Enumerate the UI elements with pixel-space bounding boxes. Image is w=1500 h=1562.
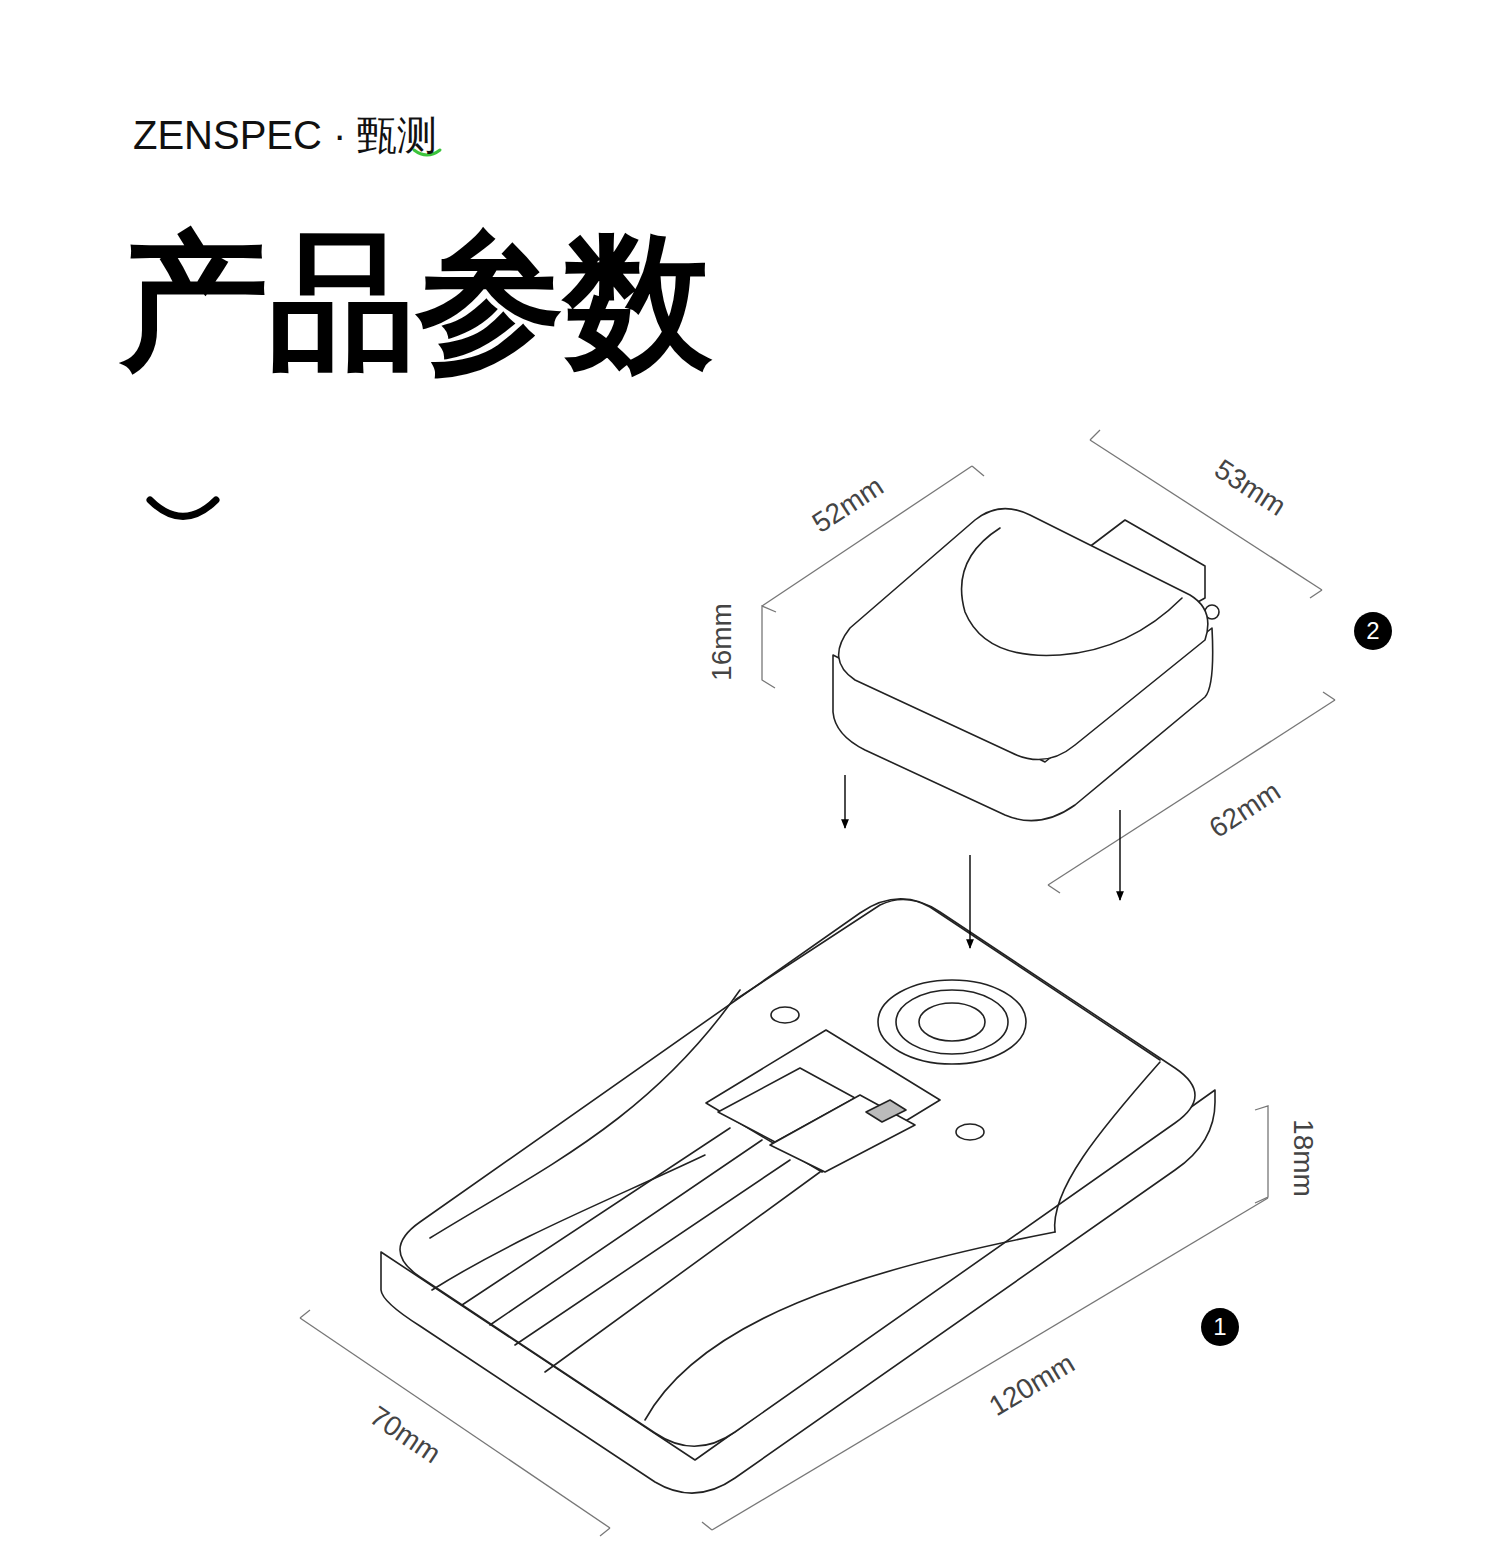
- dimension-tick: [1090, 430, 1100, 440]
- dimension-tick: [972, 466, 984, 476]
- dimension-tick: [1048, 885, 1060, 893]
- device-swoosh: [1055, 1062, 1160, 1232]
- charging-pad: [919, 1003, 985, 1041]
- lightning-contacts: [866, 1100, 906, 1122]
- mount-hole: [771, 1007, 799, 1023]
- cable: [515, 1160, 790, 1345]
- dimension-tick: [1310, 590, 1322, 598]
- brand-name: ZENSPEC · 甄测: [133, 115, 437, 155]
- dimension-bracket: [1255, 1106, 1268, 1203]
- dimension-label: 120mm: [985, 1349, 1079, 1421]
- dimension-label: 53mm: [1210, 455, 1290, 521]
- dimension-tick: [600, 1528, 610, 1536]
- callout-text: 1: [1213, 1315, 1226, 1339]
- dimension-label: 52mm: [808, 472, 888, 538]
- assembly-arrow: [969, 855, 970, 948]
- dimension-tick: [702, 1522, 712, 1530]
- dimension-label: 18mm: [1289, 1119, 1317, 1197]
- charging-pad: [896, 990, 1008, 1054]
- dimension-label: 62mm: [1205, 777, 1285, 843]
- page-title: 产品参数: [120, 228, 712, 376]
- callout-number: 1: [1201, 1308, 1239, 1346]
- smile-mark: [150, 500, 216, 517]
- dimension-tick: [1323, 692, 1335, 700]
- dimension-bracket: [762, 606, 776, 688]
- device-swoosh: [432, 1155, 705, 1290]
- cable: [545, 1172, 820, 1372]
- assembly-arrow: [1119, 810, 1120, 900]
- charging-pad: [878, 980, 1026, 1064]
- cable: [490, 1140, 762, 1325]
- assembly-arrow: [844, 775, 845, 828]
- module-top: [839, 509, 1208, 760]
- dimension-label: 16mm: [708, 603, 736, 681]
- callout-number: 2: [1354, 612, 1392, 650]
- dimension-tick: [300, 1310, 310, 1318]
- device-swoosh: [430, 990, 740, 1238]
- dimension-label: 70mm: [365, 1402, 445, 1469]
- cable: [462, 1128, 730, 1305]
- module-groove: [962, 528, 1182, 655]
- mount-hole: [956, 1124, 984, 1140]
- device-top: [400, 899, 1195, 1447]
- cable-plug: [770, 1095, 915, 1172]
- callout-text: 2: [1366, 619, 1379, 643]
